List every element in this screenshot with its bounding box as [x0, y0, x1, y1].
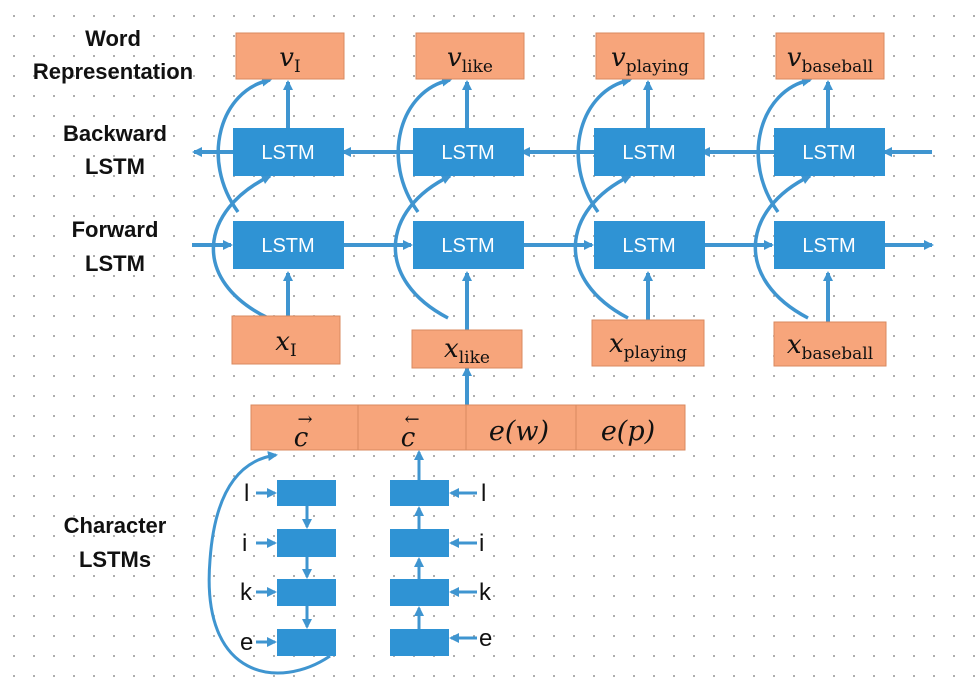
x-box-0: xI — [231, 315, 341, 365]
v-box-3: vbaseball — [775, 32, 885, 80]
svg-text:LSTM: LSTM — [261, 235, 314, 257]
svg-text:LSTM: LSTM — [802, 142, 855, 164]
svg-text:e: e — [240, 629, 253, 656]
concat-ew: e(w) — [489, 416, 549, 447]
forward-lstm-2: LSTM — [594, 221, 705, 269]
output-v-boxes: vI vlike vplaying vbaseball — [235, 32, 885, 80]
forward-lstm-3: LSTM — [774, 221, 885, 269]
svg-text:i: i — [242, 530, 247, 557]
svg-text:LSTM: LSTM — [85, 154, 145, 179]
v-box-0: vI — [235, 32, 345, 80]
x-box-3: xbaseball — [773, 321, 887, 367]
svg-text:xI: xI — [275, 327, 296, 361]
label-word-representation: Word Representation — [33, 26, 193, 84]
svg-text:xbaseball: xbaseball — [787, 330, 873, 364]
concat-bar: → c ← c e(w) e(p) — [250, 404, 686, 453]
v-box-2: vplaying — [595, 32, 705, 80]
forward-lstm-0: LSTM — [233, 221, 344, 269]
svg-text:e: e — [479, 625, 492, 652]
vertical-connections — [283, 80, 833, 405]
svg-text:Forward: Forward — [72, 217, 159, 242]
svg-text:vI: vI — [279, 43, 300, 77]
svg-text:Word: Word — [85, 26, 141, 51]
v-box-1: vlike — [415, 32, 525, 80]
svg-text:LSTM: LSTM — [261, 142, 314, 164]
svg-text:LSTM: LSTM — [802, 235, 855, 257]
forward-lstm-1: LSTM — [413, 221, 524, 269]
x-box-2: xplaying — [591, 319, 705, 367]
svg-text:vplaying: vplaying — [611, 43, 689, 77]
curved-connections — [211, 76, 812, 320]
svg-text:l: l — [244, 480, 249, 507]
backward-lstm-0: LSTM — [233, 128, 344, 176]
svg-text:c: c — [401, 423, 416, 453]
svg-text:←: ← — [404, 409, 419, 430]
backward-lstm-2: LSTM — [594, 128, 705, 176]
input-x-boxes: xI xlike xplaying xbaseball — [231, 315, 887, 369]
svg-text:LSTM: LSTM — [85, 251, 145, 276]
label-character-lstms: Character LSTMs — [64, 513, 167, 572]
forward-lstm-cells: LSTM LSTM LSTM LSTM — [233, 221, 885, 269]
svg-text:xplaying: xplaying — [609, 329, 687, 363]
concat-ep: e(p) — [601, 416, 655, 447]
backward-lstm-cells: LSTM LSTM LSTM LSTM — [233, 128, 885, 176]
svg-text:LSTM: LSTM — [441, 142, 494, 164]
concat-forward-c: → c — [294, 409, 313, 453]
x-box-1: xlike — [411, 329, 523, 369]
svg-text:k: k — [240, 579, 253, 606]
svg-text:vlike: vlike — [447, 43, 493, 77]
svg-text:vbaseball: vbaseball — [787, 43, 873, 77]
backward-lstm-1: LSTM — [413, 128, 524, 176]
svg-text:LSTM: LSTM — [622, 142, 675, 164]
label-backward-lstm: Backward LSTM — [63, 121, 167, 179]
svg-text:LSTMs: LSTMs — [79, 547, 151, 572]
svg-text:Backward: Backward — [63, 121, 167, 146]
svg-text:LSTM: LSTM — [441, 235, 494, 257]
svg-text:xlike: xlike — [444, 334, 490, 368]
svg-text:→: → — [297, 409, 312, 430]
svg-text:LSTM: LSTM — [622, 235, 675, 257]
svg-text:Representation: Representation — [33, 59, 193, 84]
backward-lstm-3: LSTM — [774, 128, 885, 176]
label-forward-lstm: Forward LSTM — [72, 217, 159, 276]
concat-backward-c: ← c — [401, 409, 420, 453]
svg-text:l: l — [481, 480, 486, 507]
svg-text:i: i — [479, 530, 484, 557]
svg-text:Character: Character — [64, 513, 167, 538]
svg-text:k: k — [479, 579, 492, 606]
svg-text:c: c — [294, 423, 309, 453]
char-backward-chain: l i k e — [390, 450, 492, 656]
char-forward-chain: l i k e — [207, 451, 336, 675]
